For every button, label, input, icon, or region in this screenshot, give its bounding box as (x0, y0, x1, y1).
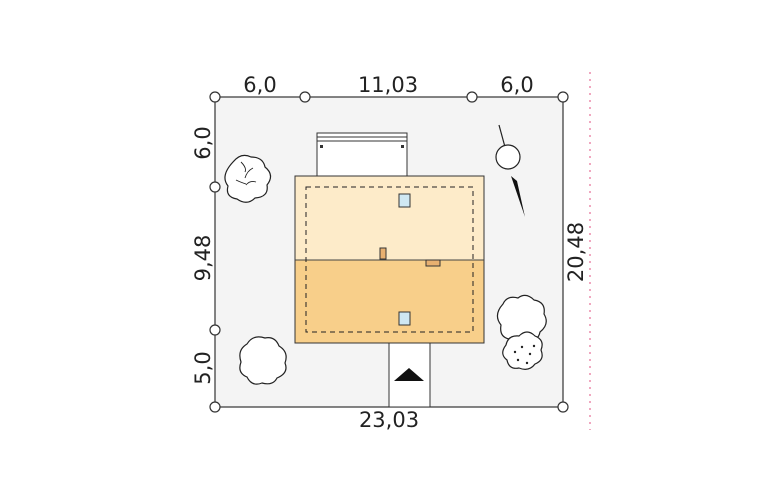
chimney (379, 247, 387, 260)
dimension-markers (209, 91, 569, 413)
dim-top-middle: 11,03 (358, 73, 418, 97)
tree-icon (239, 336, 287, 385)
terrace (316, 132, 408, 177)
tree-icon (224, 154, 272, 203)
skylight-lower (398, 311, 411, 326)
entrance-triangle-icon (394, 368, 424, 381)
tree-icon (502, 331, 543, 370)
house-roof (294, 175, 485, 344)
roof-vent (425, 259, 441, 267)
driveway (388, 342, 431, 408)
dim-left-top: 6,0 (191, 126, 215, 159)
skylight-upper (398, 193, 411, 208)
tree-icon (496, 294, 547, 345)
compass-north-arrow (495, 124, 525, 217)
dim-top-left: 6,0 (243, 73, 276, 97)
dim-top-right: 6,0 (500, 73, 533, 97)
dim-left-bottom: 5,0 (191, 351, 215, 384)
dim-right: 20,48 (564, 222, 588, 282)
roof-outline-dashed (305, 186, 474, 333)
dim-bottom: 23,03 (359, 408, 419, 432)
dim-left-middle: 9,48 (191, 235, 215, 282)
